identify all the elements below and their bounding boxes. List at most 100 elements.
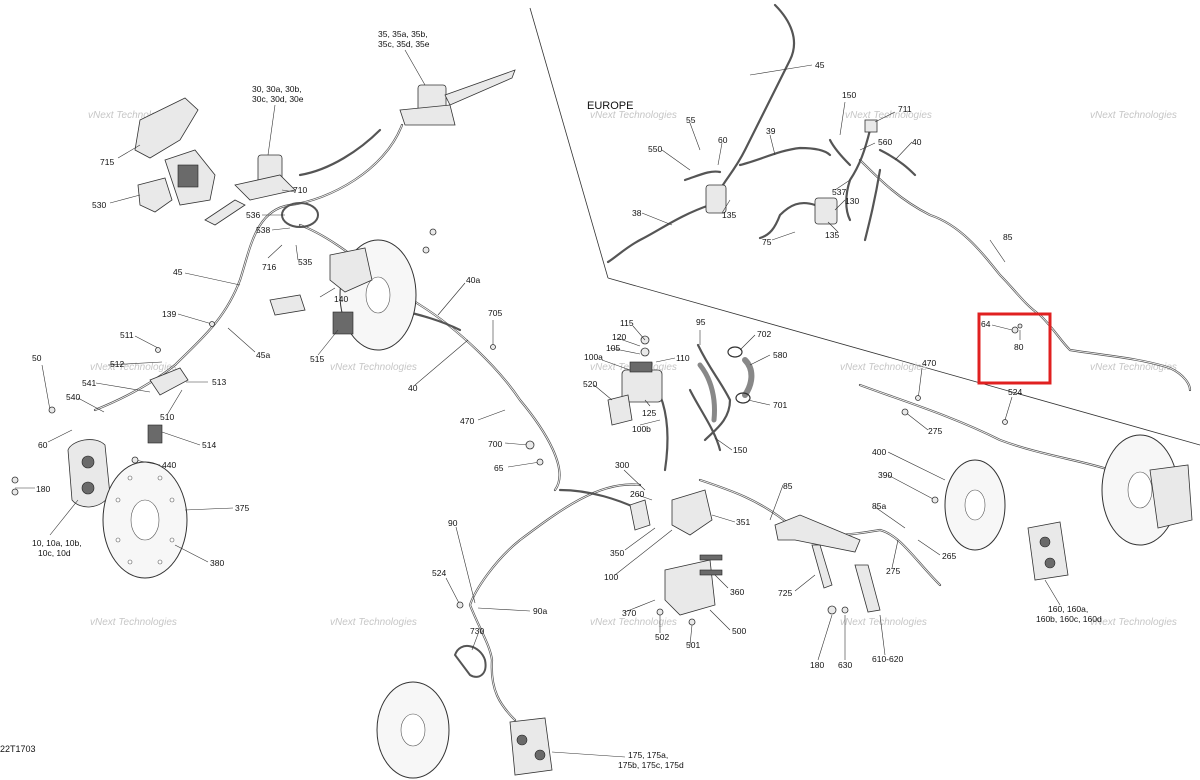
part-label: 45a <box>256 350 270 360</box>
part-label: 524 <box>1008 387 1022 397</box>
part-label: 524 <box>432 568 446 578</box>
part-label: 120 <box>612 332 626 342</box>
part-label: 360 <box>730 587 744 597</box>
part-label: 705 <box>488 308 502 318</box>
brake-disc-far-right <box>1101 434 1193 546</box>
part-label: 30c, 30d, 30e <box>252 94 304 104</box>
part-label: 514 <box>202 440 216 450</box>
caliper-front-left <box>67 439 111 508</box>
part-label: 40a <box>466 275 480 285</box>
watermark: vNext Technologies <box>1090 617 1177 628</box>
brake-disc-right <box>944 459 1006 551</box>
master-cylinder-left <box>204 154 296 226</box>
part-label: 351 <box>736 517 750 527</box>
part-label: 730 <box>470 626 484 636</box>
part-label: 90 <box>448 518 458 528</box>
part-label: 710 <box>293 185 307 195</box>
part-label: 135 <box>722 210 736 220</box>
part-label: 35, 35a, 35b, <box>378 29 428 39</box>
part-label: 160b, 160c, 160d <box>1036 614 1102 624</box>
part-label: 400 <box>872 447 886 457</box>
part-label: 265 <box>942 551 956 561</box>
bracket-100 <box>629 489 713 536</box>
part-label: 40 <box>912 137 922 147</box>
watermark: vNext Technologies <box>1090 362 1177 373</box>
part-label: 716 <box>262 262 276 272</box>
part-label: 100 <box>604 572 618 582</box>
part-label: 275 <box>886 566 900 576</box>
part-label: 536 <box>246 210 260 220</box>
part-labels: 715 530 30, 30a, 30b, 30c, 30d, 30e 35, … <box>32 29 1102 770</box>
part-label: 500 <box>732 626 746 636</box>
part-label: 540 <box>66 392 80 402</box>
caliper-right <box>1027 521 1069 581</box>
part-label: 55 <box>686 115 696 125</box>
fasteners <box>11 228 1023 626</box>
part-label: 530 <box>92 200 106 210</box>
part-label: 380 <box>210 558 224 568</box>
part-label: 160, 160a, <box>1048 604 1088 614</box>
part-label: 180 <box>810 660 824 670</box>
part-label: 538 <box>256 225 270 235</box>
part-label: 541 <box>82 378 96 388</box>
part-label: 510 <box>160 412 174 422</box>
part-label: 515 <box>310 354 324 364</box>
part-label: 300 <box>615 460 629 470</box>
part-label: 50 <box>32 353 42 363</box>
part-label: 139 <box>162 309 176 319</box>
watermark: vNext Technologies <box>590 617 677 628</box>
europe-inset-labels: EUROPE 55 60 550 39 45 38 135 150 711 56… <box>587 60 1013 247</box>
watermark: vNext Technologies <box>88 110 175 121</box>
watermark: vNext Technologies <box>90 362 177 373</box>
brake-disc-front-left <box>102 461 188 579</box>
master-cylinder-right <box>399 69 516 126</box>
part-label: 45 <box>173 267 183 277</box>
part-label: 610-620 <box>872 654 903 664</box>
watermark: vNext Technologies <box>840 617 927 628</box>
part-label: 501 <box>686 640 700 650</box>
part-label: 39 <box>766 126 776 136</box>
part-label: 10c, 10d <box>38 548 71 558</box>
watermark: vNext Technologies <box>90 617 177 628</box>
part-label: 10, 10a, 10b, <box>32 538 82 548</box>
watermark: vNext Technologies <box>590 110 677 121</box>
part-label: 64 <box>981 319 991 329</box>
highlight-box <box>977 312 1052 385</box>
part-label: 38 <box>632 208 642 218</box>
part-label: 80 <box>1014 342 1024 352</box>
part-label: 375 <box>235 503 249 513</box>
part-label: 511 <box>120 330 134 340</box>
o-rings <box>727 346 751 404</box>
part-label: 513 <box>212 377 226 387</box>
hose-loop-536 <box>281 202 319 228</box>
part-label: 130 <box>845 196 859 206</box>
part-label: 512 <box>110 359 124 369</box>
watermark: vNext Technologies <box>840 362 927 373</box>
part-label: 100a <box>584 352 603 362</box>
brake-disc-rear <box>376 681 450 779</box>
part-label: 150 <box>733 445 747 455</box>
part-label: 175, 175a, <box>628 750 668 760</box>
region-label: EUROPE <box>587 100 633 112</box>
part-label: 40 <box>408 383 418 393</box>
part-label: 711 <box>898 104 912 114</box>
part-label: 370 <box>622 608 636 618</box>
part-label: 75 <box>762 237 772 247</box>
part-label: 60 <box>718 135 728 145</box>
watermark: vNext Technologies <box>1090 110 1177 121</box>
part-label: 135 <box>825 230 839 240</box>
part-label: 110 <box>676 353 690 363</box>
part-label: 580 <box>773 350 787 360</box>
diagram-code: 22T1703 <box>0 744 36 754</box>
hose-clip-85 <box>774 514 861 553</box>
part-label: 440 <box>162 460 176 470</box>
part-label: 100b <box>632 424 651 434</box>
part-label: 60 <box>38 440 48 450</box>
watermark: vNext Technologies <box>330 617 417 628</box>
part-label: 65 <box>494 463 504 473</box>
part-label: 30, 30a, 30b, <box>252 84 302 94</box>
part-label: 630 <box>838 660 852 670</box>
part-label: 85a <box>872 501 886 511</box>
part-label: 470 <box>460 416 474 426</box>
